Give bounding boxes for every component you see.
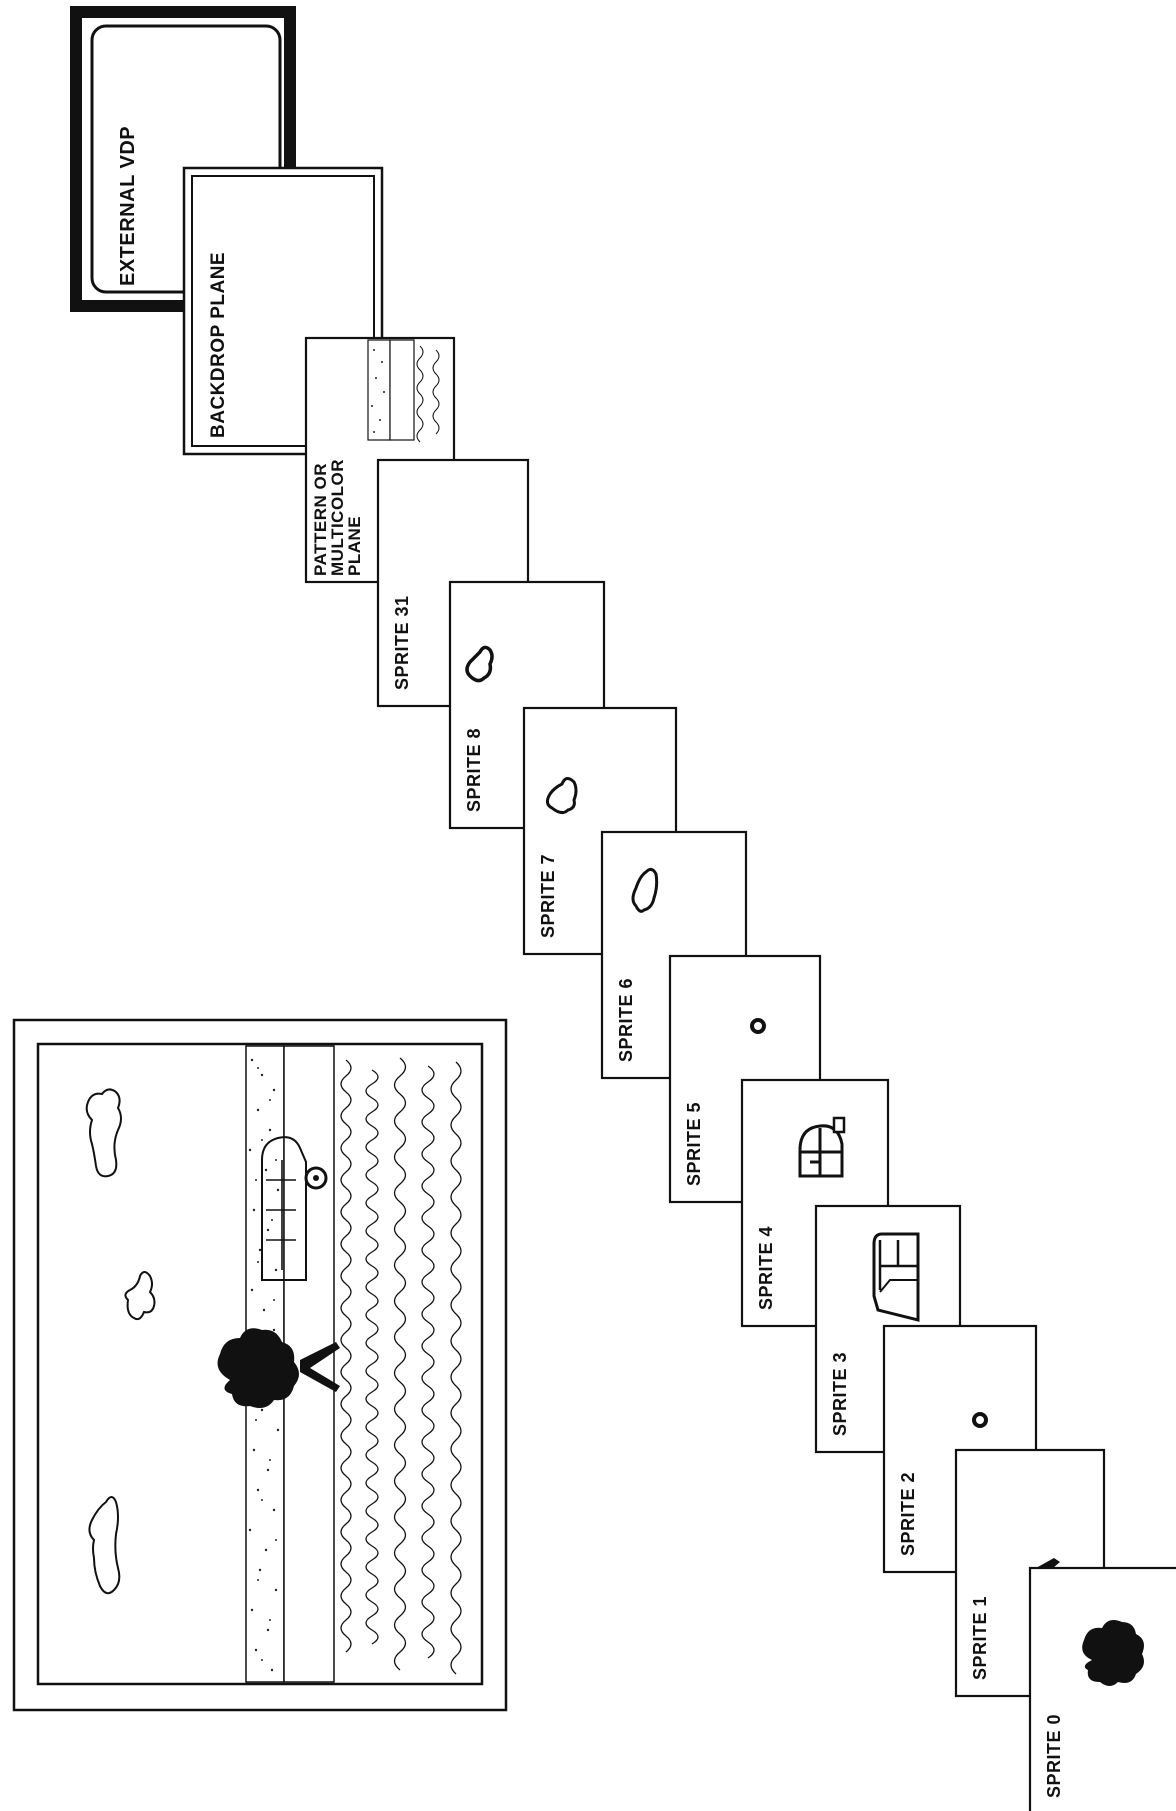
tree-shape (1082, 1620, 1144, 1686)
sprite-label: SPRITE 7 (538, 854, 558, 938)
sprite-label: SPRITE 6 (616, 978, 636, 1062)
car-front-shape (798, 1116, 846, 1178)
sprite-label: SPRITE 1 (970, 1596, 990, 1680)
svg-text:MULTICOLOR: MULTICOLOR (328, 459, 347, 576)
sprite-label: SPRITE 0 (1044, 1714, 1064, 1798)
sprite-label: SPRITE 5 (684, 1102, 704, 1186)
backdrop-plane-label: BACKDROP PLANE (208, 252, 229, 438)
cloud-shape (465, 645, 494, 683)
sprite-label: SPRITE 3 (830, 1352, 850, 1436)
cloud-shape (631, 867, 659, 913)
tree-shape (217, 1328, 340, 1408)
cloud-shape (88, 1496, 121, 1595)
grass-field (340, 1057, 462, 1675)
cloud-shape (545, 777, 578, 815)
pattern-plane-label: PATTERN OR MULTICOLOR PLANE (311, 459, 364, 576)
external-vdp-label: EXTERNAL VDP (117, 126, 139, 286)
cloud-shape (124, 1271, 156, 1321)
wheel-shape (972, 1412, 988, 1428)
svg-text:PATTERN OR: PATTERN OR (311, 463, 330, 576)
car-body-shape (872, 1232, 920, 1322)
sprite-label: SPRITE 2 (898, 1472, 918, 1556)
sprite-label: SPRITE 4 (756, 1226, 776, 1310)
sprite-label: SPRITE 31 (392, 595, 412, 690)
car-shape (261, 1136, 328, 1281)
sprite-label: SPRITE 8 (464, 728, 484, 812)
svg-text:PLANE: PLANE (345, 516, 364, 576)
cloud-shape (85, 1088, 122, 1178)
wheel-shape (750, 1018, 766, 1034)
composite-screen (12, 1018, 508, 1712)
backdrop-plane: BACKDROP PLANE (182, 166, 384, 456)
sprite-plane-0: SPRITE 0 (1028, 1566, 1176, 1811)
